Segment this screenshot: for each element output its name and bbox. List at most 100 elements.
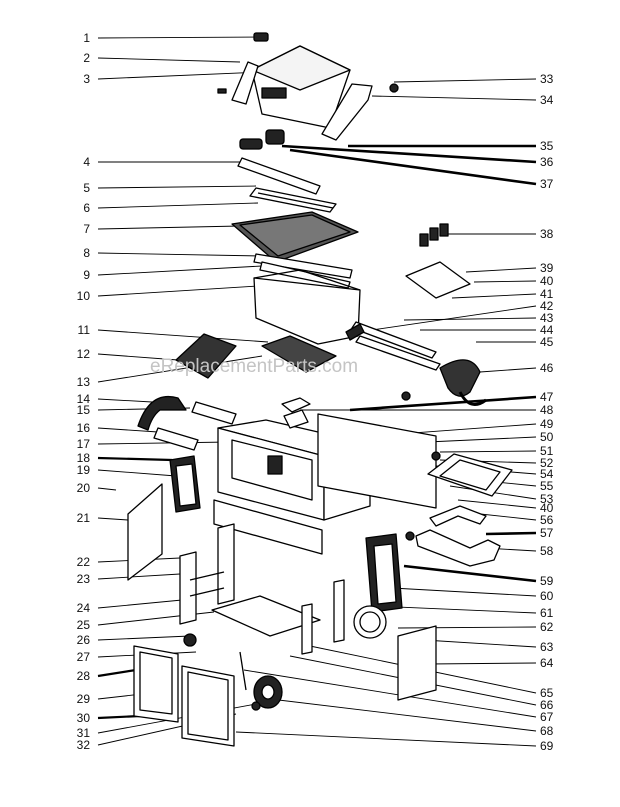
part-label-left-15: 15 xyxy=(77,403,91,417)
bottom-shelf xyxy=(211,595,321,637)
part-label-right-17: 49 xyxy=(540,417,554,431)
rear-panel xyxy=(397,625,437,701)
part-label-left-8: 8 xyxy=(83,246,90,260)
part-label-left-26: 26 xyxy=(77,633,91,647)
side-burner-plate xyxy=(405,261,471,299)
part-label-left-6: 6 xyxy=(83,201,90,215)
part-label-left-19: 19 xyxy=(77,463,91,477)
part-label-left-12: 12 xyxy=(77,347,91,361)
leader-line-right-4 xyxy=(281,144,537,164)
leader-line-left-20 xyxy=(97,487,117,491)
lid-end-cap-left xyxy=(231,61,259,105)
grill-parts xyxy=(127,32,513,747)
leader-line-left-6 xyxy=(97,202,259,209)
fuel-gauge xyxy=(353,605,387,639)
lid-end-cap-right xyxy=(321,83,373,141)
part-label-left-4: 4 xyxy=(83,155,90,169)
leader-line-right-15 xyxy=(349,395,537,412)
part-label-right-16: 48 xyxy=(540,403,554,417)
part-label-right-31: 62 xyxy=(540,620,554,634)
leader-line-left-14 xyxy=(97,398,153,403)
part-label-left-9: 9 xyxy=(83,268,90,282)
burner-tubes xyxy=(345,321,441,371)
leader-line-left-23 xyxy=(97,573,181,580)
leader-line-right-8 xyxy=(473,280,537,283)
side-handle-left xyxy=(137,396,237,451)
part-label-right-23: 53 xyxy=(540,492,554,506)
part-label-left-5: 5 xyxy=(83,181,90,195)
part-label-right-36: 67 xyxy=(540,710,554,724)
control-knobs xyxy=(419,223,449,247)
leader-line-left-5 xyxy=(97,185,257,189)
warming-rack xyxy=(237,157,321,195)
leader-lines xyxy=(97,36,537,747)
cooking-grate-small xyxy=(249,187,337,213)
leader-line-left-21 xyxy=(97,517,129,521)
part-label-right-26: 57 xyxy=(540,526,554,540)
leader-line-left-17 xyxy=(97,441,231,445)
lid xyxy=(251,45,351,129)
leader-line-right-26 xyxy=(485,531,537,536)
left-side-panel xyxy=(127,483,163,581)
part-label-right-10: 42 xyxy=(540,299,554,313)
leader-line-left-19 xyxy=(97,469,177,477)
part-label-right-4: 36 xyxy=(540,155,554,169)
part-label-right-9: 41 xyxy=(540,287,554,301)
leader-line-right-29 xyxy=(391,587,537,597)
leader-line-left-3 xyxy=(97,71,263,80)
part-label-left-13: 13 xyxy=(77,375,91,389)
part-label-right-20: 52 xyxy=(540,456,554,470)
right-door xyxy=(365,533,403,613)
leader-line-right-2 xyxy=(371,95,537,101)
part-label-right-15: 47 xyxy=(540,390,554,404)
part-label-left-21: 21 xyxy=(77,511,91,525)
part-label-right-6: 38 xyxy=(540,227,554,241)
leader-line-left-9 xyxy=(97,265,263,276)
leader-line-right-19 xyxy=(439,450,537,453)
bottom-tray xyxy=(261,335,337,373)
leader-line-right-9 xyxy=(451,293,537,299)
leader-line-left-24 xyxy=(97,599,183,609)
part-label-right-3: 35 xyxy=(540,139,554,153)
part-label-right-5: 37 xyxy=(540,177,554,191)
part-label-right-11: 43 xyxy=(540,311,554,325)
leader-line-left-26 xyxy=(97,635,191,641)
cookbox xyxy=(253,269,361,345)
part-label-right-28: 59 xyxy=(540,574,554,588)
part-label-left-11: 11 xyxy=(78,323,91,337)
part-label-left-24: 24 xyxy=(77,601,91,615)
control-knob-parts xyxy=(239,129,285,150)
left-door-small xyxy=(169,455,201,513)
lid-bumper xyxy=(389,83,399,93)
part-label-right-30: 61 xyxy=(540,606,554,620)
part-label-right-12: 44 xyxy=(540,323,554,337)
leader-line-left-12 xyxy=(97,353,179,361)
leader-line-right-1 xyxy=(393,78,537,83)
part-label-left-32: 32 xyxy=(77,738,91,752)
part-label-right-22: 55 xyxy=(540,479,554,493)
part-label-left-25: 25 xyxy=(77,618,91,632)
part-label-left-10: 10 xyxy=(77,289,91,303)
part-number-labels: 1234567891011121314151617181920212223242… xyxy=(77,31,554,753)
part-label-right-21: 54 xyxy=(540,467,554,481)
watermark: eReplacementParts.com xyxy=(150,356,358,377)
part-label-left-22: 22 xyxy=(77,555,91,569)
leader-line-right-7 xyxy=(465,267,537,273)
part-label-right-38: 69 xyxy=(540,739,554,753)
left-cabinet-door xyxy=(133,645,179,723)
part-label-right-1: 33 xyxy=(540,72,554,86)
part-label-right-29: 60 xyxy=(540,589,554,603)
part-label-left-3: 3 xyxy=(83,72,90,86)
leader-line-right-31 xyxy=(397,626,537,629)
left-leg-frame xyxy=(179,523,235,625)
leader-line-right-5 xyxy=(289,148,537,186)
gas-manifold xyxy=(401,359,487,406)
catch-pan xyxy=(281,397,311,429)
part-label-left-18: 18 xyxy=(77,451,91,465)
part-label-left-30: 30 xyxy=(77,711,91,725)
leader-line-left-16 xyxy=(97,427,159,433)
leader-line-right-36 xyxy=(243,669,537,718)
leader-line-left-1 xyxy=(97,36,259,39)
